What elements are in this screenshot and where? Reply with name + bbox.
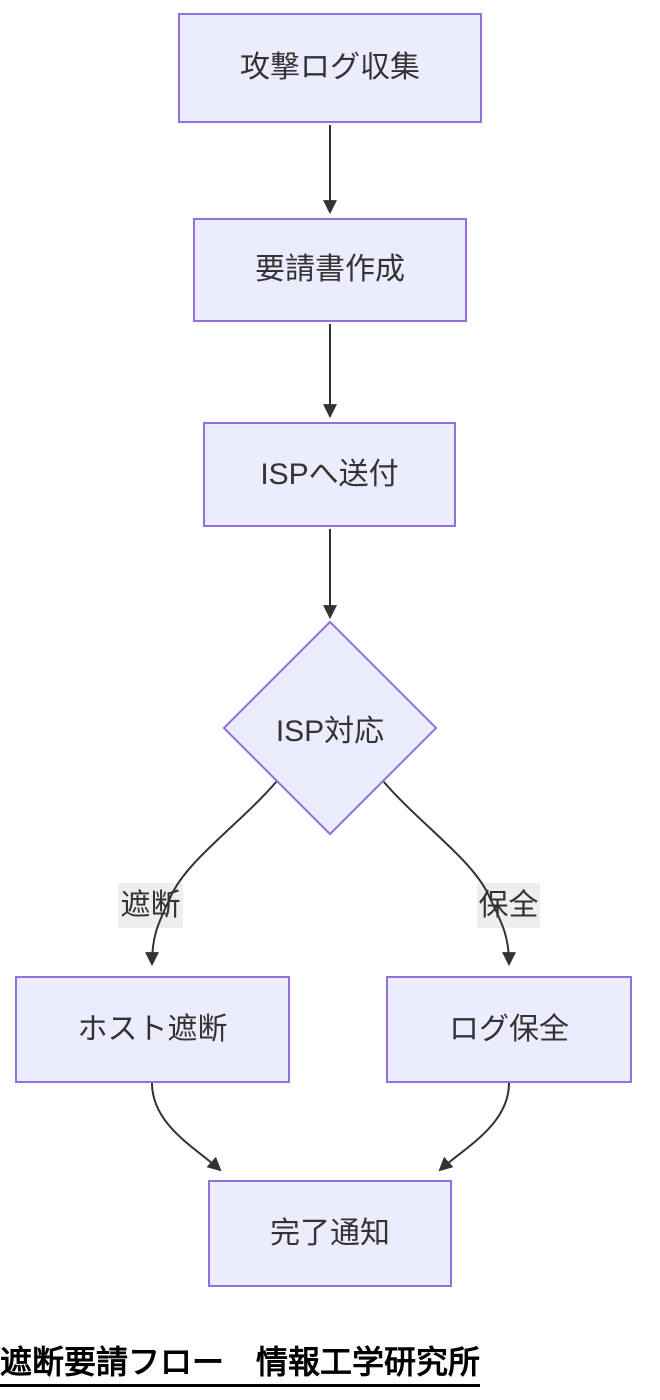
node-completion-notice: 完了通知: [208, 1180, 452, 1287]
edge-decision-to-preserve: [382, 780, 516, 967]
diagram-title: 遮断要請フロー 情報工学研究所: [0, 1344, 481, 1387]
node-host-block: ホスト遮断: [15, 976, 290, 1083]
edge-decision-to-block: [145, 780, 278, 967]
node-attack-log-collection: 攻撃ログ収集: [178, 13, 482, 123]
edge-block-to-done: [151, 1082, 222, 1172]
edge-preserve-to-done: [438, 1082, 510, 1172]
node-request-doc-creation: 要請書作成: [193, 218, 467, 322]
node-isp-response-decision: ISP対応: [222, 620, 438, 836]
node-log-preservation: ログ保全: [386, 976, 632, 1083]
decision-label: ISP対応: [275, 715, 385, 748]
node-send-to-isp: ISPへ送付: [203, 422, 456, 527]
edge-label-block: 遮断: [118, 883, 183, 928]
edge-label-preserve: 保全: [477, 883, 540, 928]
